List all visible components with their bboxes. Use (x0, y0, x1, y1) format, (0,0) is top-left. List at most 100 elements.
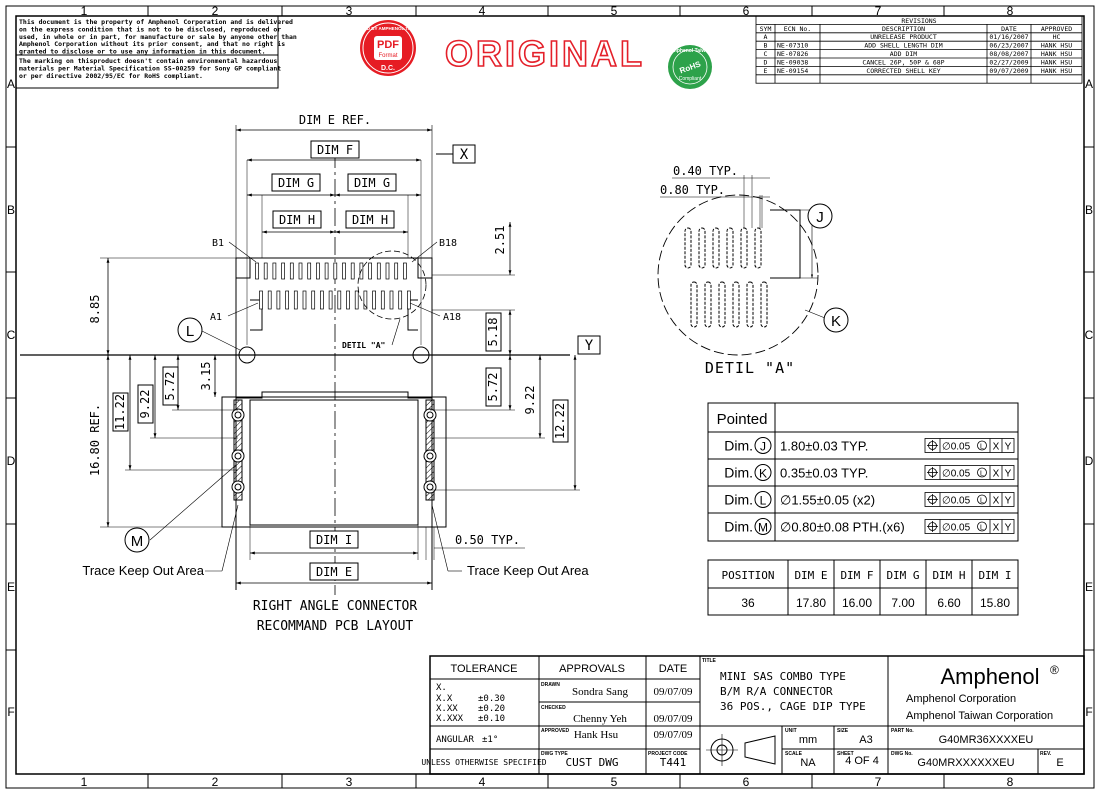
grid-col-top: 6 (743, 4, 750, 18)
dim-e-label: DIM E (316, 565, 352, 579)
dim-572-right-label: 5.72 (486, 373, 500, 402)
size-value: A3 (859, 734, 872, 746)
pad-row-a (328, 290, 333, 310)
dim-922-left-label: 9.22 (138, 390, 152, 419)
pth-hole (231, 449, 245, 463)
scale-label: SCALE (785, 751, 803, 757)
pdf-stamp: PDF Format D.C. ISSUED BY AMPHENOL TAIWA… (353, 20, 423, 76)
grid-col-bottom: 5 (611, 775, 618, 789)
detail-a-callout: DETIL "A" (342, 341, 385, 350)
pth-hole (231, 408, 245, 422)
pad-row-a (311, 290, 316, 310)
revisions-cell: 06/23/2007 (989, 42, 1028, 50)
pointed-dim-circle-icon (754, 464, 772, 481)
dim-g-left-label: DIM G (278, 176, 314, 190)
dwgno-value: G40MRXXXXXXEU (917, 757, 1014, 769)
notice-line: The marking on thisproduct doesn't conta… (19, 57, 277, 65)
pos-table-header: DIM H (932, 569, 965, 582)
pad-row-b (316, 262, 320, 280)
pad-row-a (389, 290, 394, 310)
revisions-cell: HANK HSU (1041, 42, 1072, 50)
scale-value: NA (800, 757, 816, 769)
detail-a-labels: 0.40 TYP. 0.80 TYP. J K DETIL "A" (660, 164, 849, 377)
pth-hole-inner (234, 452, 242, 460)
pad-row-a (285, 290, 289, 310)
detail-pad-a (718, 281, 726, 328)
grid-row-right: F (1085, 705, 1092, 719)
date-heading: DATE (659, 663, 688, 675)
pad-row-b (350, 262, 355, 280)
revisions-cell: D (764, 58, 768, 66)
fcf-tolerance: ∅0.05 (942, 442, 971, 453)
pth-hole (423, 480, 437, 494)
pad-row-a (276, 290, 281, 310)
fcf-datum-x: X (993, 442, 1000, 453)
pad-row-b (394, 262, 399, 280)
tol-x: X. (436, 683, 447, 693)
pad-row-a (380, 290, 385, 310)
revisions-header: SYM (760, 25, 772, 33)
trace-keep-out-right: Trace Keep Out Area (467, 563, 589, 578)
pad-row-b (298, 262, 303, 280)
fcf-datum-y: Y (1005, 523, 1012, 534)
grid-row-right: C (1085, 328, 1094, 342)
notice-line: This document is the property of Ampheno… (19, 18, 293, 26)
dwg-type-value: CUST DWG (566, 756, 619, 769)
notice-line: granted to disclose or to use any inform… (19, 48, 266, 56)
title-label: TITLE (702, 658, 717, 664)
pdf-stamp-sub: Format (378, 53, 397, 59)
pin-a1-label: A1 (210, 312, 222, 323)
pth-hole (423, 449, 437, 463)
revisions-title: REVISIONS (901, 17, 936, 25)
grid-row-left: E (7, 580, 15, 594)
fcf-datum-y: Y (1005, 442, 1012, 453)
datum-y-label: Y (585, 338, 594, 354)
pos-table-cell: 17.80 (796, 596, 826, 610)
notice-line: Amphenol Corporation without its prior c… (19, 40, 285, 48)
checked-label: CHECKED (541, 705, 566, 711)
fcf-datum-x: X (993, 523, 1000, 534)
fcf-modifier: L (980, 498, 984, 505)
tolerance-heading: TOLERANCE (450, 663, 517, 675)
pad-row-a (354, 290, 359, 310)
pth-hole (231, 480, 245, 494)
pad-row-a (346, 290, 350, 310)
fcf-modifier: L (980, 525, 984, 532)
detail-pad-a (732, 281, 740, 328)
detail-pad-b (726, 227, 734, 269)
pos-table-cell: 6.60 (937, 596, 961, 610)
pos-table-header: DIM E (794, 569, 827, 582)
company-line-1: Amphenol Corporation (906, 693, 1016, 705)
grid-row-right: D (1085, 454, 1094, 468)
callout-k-icon: K (831, 313, 841, 330)
notice-line: used, in whole or in part, for manufactu… (19, 33, 297, 41)
detail-pad-a (746, 281, 754, 328)
pad-row-a (398, 290, 403, 310)
revisions-cell: ADD SHELL LENGTH DIM (864, 42, 942, 50)
callout-l-icon: L (186, 323, 194, 340)
revisions-cell: HANK HSU (1041, 58, 1072, 66)
notice-block: This document is the property of Ampheno… (15, 15, 297, 89)
trace-keep-out-left: Trace Keep Out Area (82, 563, 204, 578)
revisions-cell: C (764, 50, 768, 58)
drawn-name: Sondra Sang (572, 686, 628, 698)
pad-row-b (333, 262, 338, 280)
pointed-dim-label: Dim. (724, 492, 753, 508)
dim-040-label: 0.40 TYP. (673, 164, 738, 178)
pos-table-cell: 16.00 (842, 596, 872, 610)
fcf-modifier: L (980, 471, 984, 478)
detail-pad-a (704, 281, 712, 328)
fcf-datum-x: X (993, 496, 1000, 507)
detail-pad-b (698, 227, 706, 269)
checked-date: 09/07/09 (653, 713, 693, 725)
grid-col-bottom: 8 (1007, 775, 1014, 789)
tol-xxxx-value: ±0.10 (478, 714, 505, 724)
pad-row-a (259, 290, 263, 310)
rev-label: REV. (1040, 751, 1052, 757)
size-label: SIZE (837, 728, 849, 734)
caption-line-1: RIGHT ANGLE CONNECTOR (253, 599, 418, 614)
callout-j-icon: J (816, 209, 824, 226)
